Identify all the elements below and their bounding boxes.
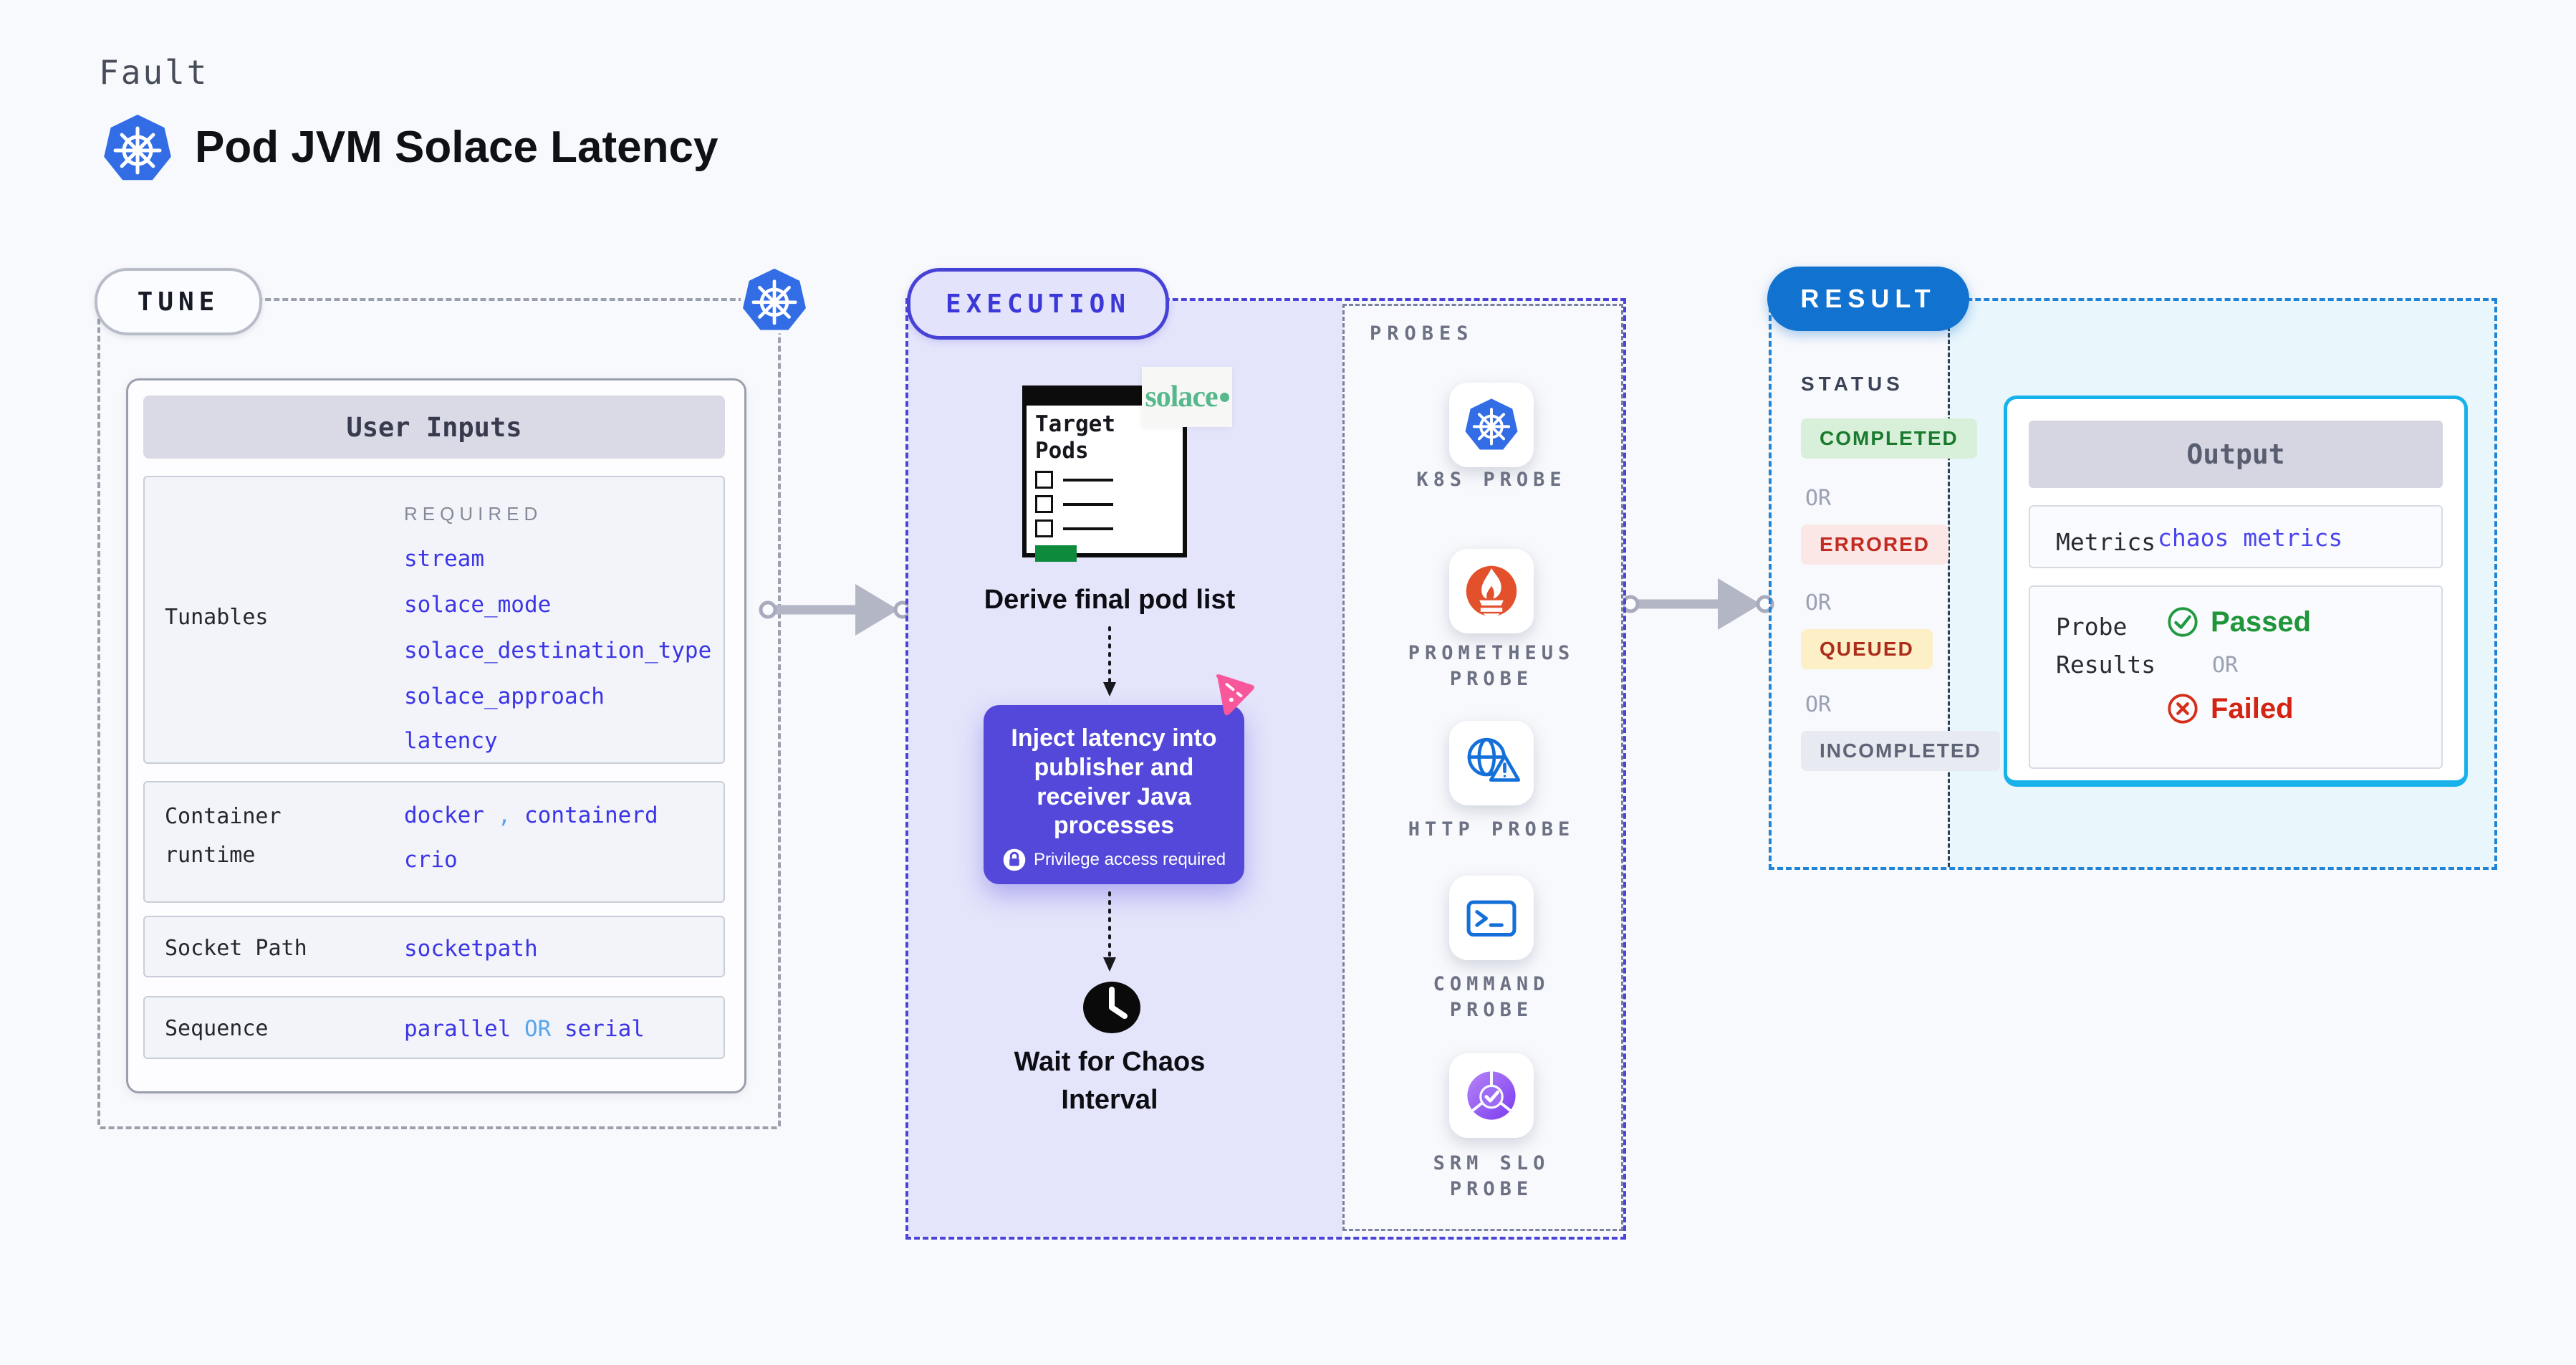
- solace-logo-dot: [1219, 392, 1229, 402]
- probe-label: HTTP PROBE: [1408, 818, 1575, 840]
- socket-path-label: Socket Path: [165, 936, 307, 961]
- metrics-label: Metrics: [2056, 528, 2156, 556]
- status-badge-incompleted: INCOMPLETED: [1801, 731, 2000, 771]
- execution-pill: EXECUTION: [907, 268, 1169, 340]
- container-runtime-value: crio: [404, 847, 458, 873]
- http-probe-card: [1449, 721, 1534, 805]
- command-probe-card: [1449, 876, 1534, 960]
- kubernetes-icon: [741, 267, 808, 334]
- list-line: [1063, 478, 1113, 482]
- result-pill: RESULT: [1767, 267, 1969, 331]
- sequence-label: Sequence: [165, 1016, 269, 1041]
- user-inputs-header: User Inputs: [143, 396, 725, 459]
- list-line: [1063, 502, 1113, 506]
- tunables-label: Tunables: [165, 605, 269, 630]
- or-label: OR: [1805, 692, 1832, 717]
- or-label: OR: [1805, 590, 1832, 616]
- prometheus-probe-card: [1449, 549, 1534, 633]
- srm-slo-probe-card: [1449, 1053, 1534, 1138]
- list-line: [1063, 527, 1113, 530]
- solace-logo: solace: [1142, 367, 1232, 427]
- failed-row: Failed: [2166, 692, 2311, 725]
- fault-kind-label: Fault: [99, 53, 209, 92]
- tunable-value: stream: [404, 546, 484, 572]
- probe-results-label: Probe Results: [2056, 613, 2156, 679]
- container-runtime-row: Container runtime docker , containerd cr…: [143, 781, 725, 903]
- status-badge-queued: QUEUED: [1801, 629, 1933, 669]
- probes-section-label: PROBES: [1370, 322, 1474, 345]
- solace-logo-text: solace: [1145, 380, 1218, 413]
- target-pods-title: Target: [1035, 411, 1115, 437]
- metrics-value: chaos metrics: [2158, 524, 2343, 552]
- page-title: Pod JVM Solace Latency: [195, 123, 719, 172]
- tunable-value: solace_mode: [404, 592, 552, 618]
- pod-checklist-item: [1035, 471, 1174, 489]
- or-label: OR: [2212, 653, 2239, 678]
- terminal-icon: [1461, 888, 1522, 948]
- tunables-row: Tunables REQUIRED stream solace_mode sol…: [143, 476, 725, 764]
- checkbox-icon: [1035, 519, 1053, 538]
- k8s-probe-card: [1449, 383, 1534, 467]
- required-label: REQUIRED: [404, 503, 543, 525]
- socket-path-row: Socket Path socketpath: [143, 916, 725, 977]
- failed-label: Failed: [2211, 692, 2294, 724]
- status-label: STATUS: [1801, 373, 1904, 395]
- output-card: Output Metrics chaos metrics Probe Resul…: [2004, 396, 2468, 787]
- x-circle-icon: [2166, 692, 2199, 725]
- wait-chaos-interval-label: Wait for Chaos Interval: [1014, 1047, 1206, 1116]
- globe-warning-icon: [1461, 733, 1522, 793]
- output-header: Output: [2029, 421, 2443, 488]
- checkbox-icon: [1035, 471, 1053, 489]
- tunable-value: solace_destination_type: [404, 638, 712, 664]
- check-circle-icon: [2166, 605, 2199, 638]
- pod-checklist-item: [1035, 519, 1174, 538]
- socket-path-value: socketpath: [404, 936, 538, 962]
- probes-to-result-arrow: [1620, 567, 1775, 641]
- container-runtime-label: runtime: [165, 843, 256, 868]
- checkbox-icon: [1035, 495, 1053, 514]
- tune-to-execution-arrow: [758, 573, 913, 647]
- privilege-row: Privilege access required: [995, 848, 1233, 872]
- tune-section-box: [97, 298, 781, 1129]
- chaos-experiment-icon: [1210, 669, 1260, 719]
- or-label: OR: [1805, 486, 1832, 511]
- clock-icon: [1082, 980, 1142, 1036]
- probe-results-row: Probe Results Passed OR Failed: [2029, 585, 2443, 769]
- kubernetes-icon: [1464, 396, 1519, 454]
- slo-donut-check-icon: [1463, 1067, 1520, 1124]
- prometheus-icon: [1463, 562, 1520, 620]
- sequence-value: parallel OR serial: [404, 1016, 645, 1042]
- derive-pod-list-label: Derive final pod list: [984, 585, 1236, 615]
- sequence-row: Sequence parallel OR serial: [143, 996, 725, 1059]
- tune-pill: TUNE: [95, 268, 262, 335]
- privilege-label: Privilege access required: [1033, 850, 1226, 870]
- inject-latency-step: Inject latency into publisher and receiv…: [984, 705, 1244, 884]
- green-button-shape: [1035, 545, 1077, 562]
- container-runtime-label: Container: [165, 804, 282, 829]
- status-badge-completed: COMPLETED: [1801, 418, 1977, 459]
- tunable-value: solace_approach: [404, 684, 605, 709]
- passed-label: Passed: [2211, 605, 2312, 638]
- probe-label: K8S PROBE: [1416, 469, 1567, 491]
- inject-latency-label: Inject latency into publisher and receiv…: [1011, 724, 1217, 840]
- container-runtime-values: docker , containerd: [404, 803, 658, 828]
- dotted-arrow-down-icon: [1103, 891, 1116, 972]
- target-pods-title: Pods: [1035, 438, 1089, 464]
- kubernetes-icon: [102, 110, 173, 186]
- tunable-value: latency: [404, 728, 498, 754]
- metrics-row: Metrics chaos metrics: [2029, 505, 2443, 568]
- pod-checklist-item: [1035, 495, 1174, 514]
- dotted-arrow-down-icon: [1103, 626, 1116, 696]
- status-badge-errored: ERRORED: [1801, 525, 1949, 565]
- passed-row: Passed: [2166, 605, 2311, 638]
- lock-icon: [1002, 848, 1027, 872]
